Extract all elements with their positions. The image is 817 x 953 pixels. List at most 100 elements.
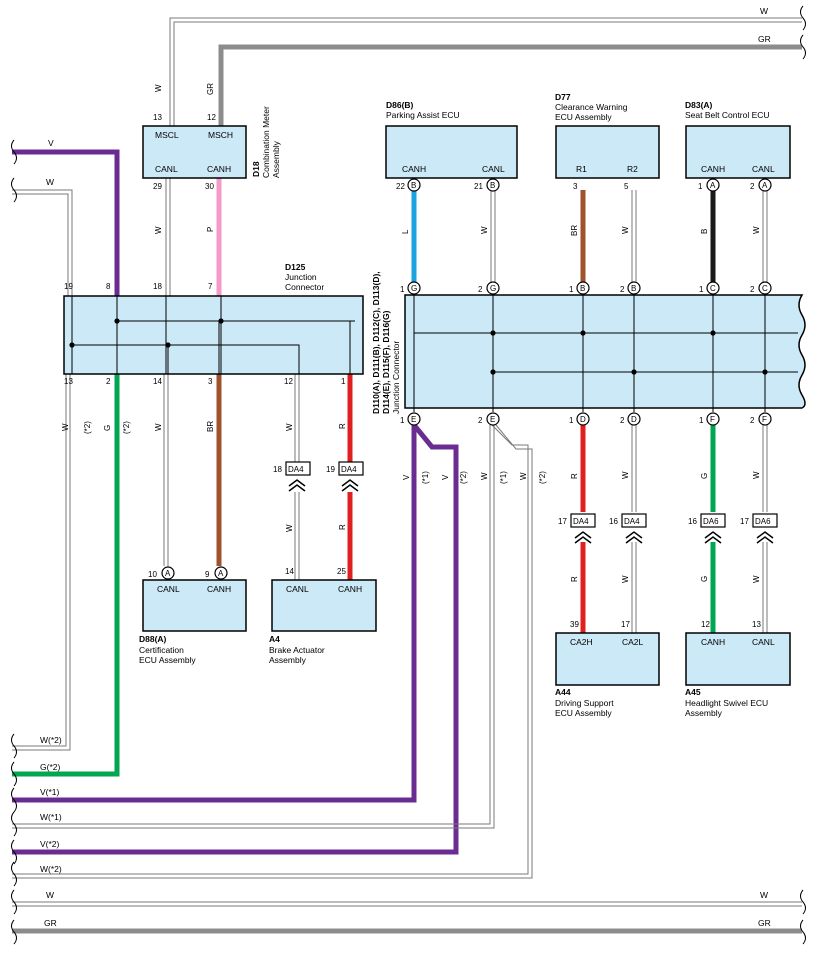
d77-name1: Clearance Warning [555, 102, 628, 112]
a45-canl: CANL [752, 637, 775, 647]
svg-text:1: 1 [400, 416, 405, 425]
d77-id: D77 [555, 92, 571, 102]
wire-w-star1 [12, 425, 495, 829]
a45-n12: 12 [701, 620, 710, 629]
a45-canh: CANH [701, 637, 725, 647]
lbl-w-12: W [285, 423, 294, 431]
svg-text:2: 2 [620, 285, 625, 294]
a4-box [271, 579, 377, 632]
d86-box [385, 125, 518, 179]
da6-17: DA6 17 [740, 513, 778, 544]
d86-n22: 22 [396, 182, 405, 191]
lbl-v-e1: V [402, 474, 411, 480]
jc-label-2: D114(E), D115(F), D116(G) [381, 310, 391, 414]
d125-box [63, 295, 364, 375]
a45-n13: 13 [752, 620, 761, 629]
d86-name: Parking Assist ECU [386, 110, 460, 120]
lbl-star1-e1: (*1) [421, 471, 430, 484]
svg-text:DA6: DA6 [703, 517, 719, 526]
d88-n10: 10 [148, 570, 157, 579]
svg-text:16: 16 [609, 517, 618, 526]
svg-text:16: 16 [688, 517, 697, 526]
a44-n17: 17 [621, 620, 630, 629]
edge-top-gr: GR [758, 34, 771, 44]
d18-wire-w2: W [154, 226, 163, 234]
d125-bus [71, 296, 355, 374]
d77-r1: R1 [576, 164, 587, 174]
lbl-r-a44: R [570, 576, 579, 582]
wire-d18-canl [165, 178, 171, 296]
svg-text:G: G [411, 284, 417, 293]
svg-text:G: G [490, 284, 496, 293]
wire-w-bottom [12, 901, 802, 907]
d86-n21: 21 [474, 182, 483, 191]
d125-n19: 19 [64, 282, 73, 291]
wire-da4-18 [294, 374, 300, 580]
d86-id: D86(B) [386, 100, 414, 110]
d77-n3: 3 [573, 182, 578, 191]
wire-d86-canl [490, 190, 496, 283]
d125-name1: Junction [285, 272, 317, 282]
d86-conn-21-b: B [490, 181, 495, 190]
da4-16: DA4 16 [609, 513, 647, 544]
svg-text:DA4: DA4 [288, 465, 304, 474]
wire-w-top [169, 17, 802, 126]
a44-ca2h: CA2H [570, 637, 593, 647]
lbl-star2-13: (*2) [83, 421, 92, 434]
d88-name1: Certification [139, 645, 184, 655]
d83-canh: CANH [701, 164, 725, 174]
d88-conn-10-a: A [165, 569, 171, 578]
a44-ca2l: CA2L [622, 637, 644, 647]
da4-19: DA4 19 [326, 461, 364, 492]
edge-left-v: V [48, 138, 54, 148]
edge-w-star1: W(*1) [40, 812, 62, 822]
d86-canl: CANL [482, 164, 505, 174]
wire-a44-ca2l [631, 425, 637, 633]
d83-box [685, 125, 791, 179]
lbl-star2-e1: (*2) [459, 471, 468, 484]
svg-text:2: 2 [478, 285, 483, 294]
svg-text:C: C [762, 284, 768, 293]
edge-bottom-gr-right: GR [758, 918, 771, 928]
d125-n3: 3 [208, 377, 213, 386]
edge-bottom-w-left: W [46, 890, 54, 900]
d88-canl: CANL [157, 584, 180, 594]
d77-wire-br: BR [570, 225, 579, 236]
svg-text:18: 18 [273, 465, 282, 474]
lbl-w-a45: W [752, 575, 761, 583]
d88-name2: ECU Assembly [139, 655, 196, 665]
d77-name2: ECU Assembly [555, 112, 612, 122]
wire-d77-r2 [631, 190, 637, 283]
svg-text:C: C [710, 284, 716, 293]
wire-w-star2-left [12, 374, 71, 751]
d83-wire-w: W [752, 226, 761, 234]
d83-canl: CANL [752, 164, 775, 174]
a44-id: A44 [555, 687, 571, 697]
d77-box [555, 125, 660, 179]
d88-box [142, 579, 247, 632]
lbl-br-3: BR [206, 421, 215, 432]
d86-conn-22-b: B [411, 181, 416, 190]
wire-g-star2 [12, 374, 120, 777]
a44-name1: Driving Support [555, 698, 614, 708]
lbl-w-d2: W [621, 471, 630, 479]
d18-n29: 29 [153, 182, 162, 191]
d83-conn-2 [758, 178, 772, 192]
svg-text:DA6: DA6 [755, 517, 771, 526]
d77-n5: 5 [624, 182, 629, 191]
a45-box [685, 632, 791, 686]
d18-wire-w: W [154, 84, 163, 92]
jc-box [404, 294, 806, 409]
d86-conn-21 [486, 178, 500, 192]
svg-text:DA4: DA4 [341, 465, 357, 474]
d86-wire-w: W [480, 226, 489, 234]
edge-bottom-gr-left: GR [44, 918, 57, 928]
da4-18: DA4 18 [273, 461, 311, 492]
wire-v-left [12, 149, 120, 296]
da4-17: DA4 17 [558, 513, 596, 544]
lbl-w-13: W [61, 423, 70, 431]
d88-id: D88(A) [139, 634, 167, 644]
da6-16: DA6 16 [688, 513, 726, 544]
d77-r2: R2 [627, 164, 638, 174]
wire-w-left [12, 189, 73, 296]
